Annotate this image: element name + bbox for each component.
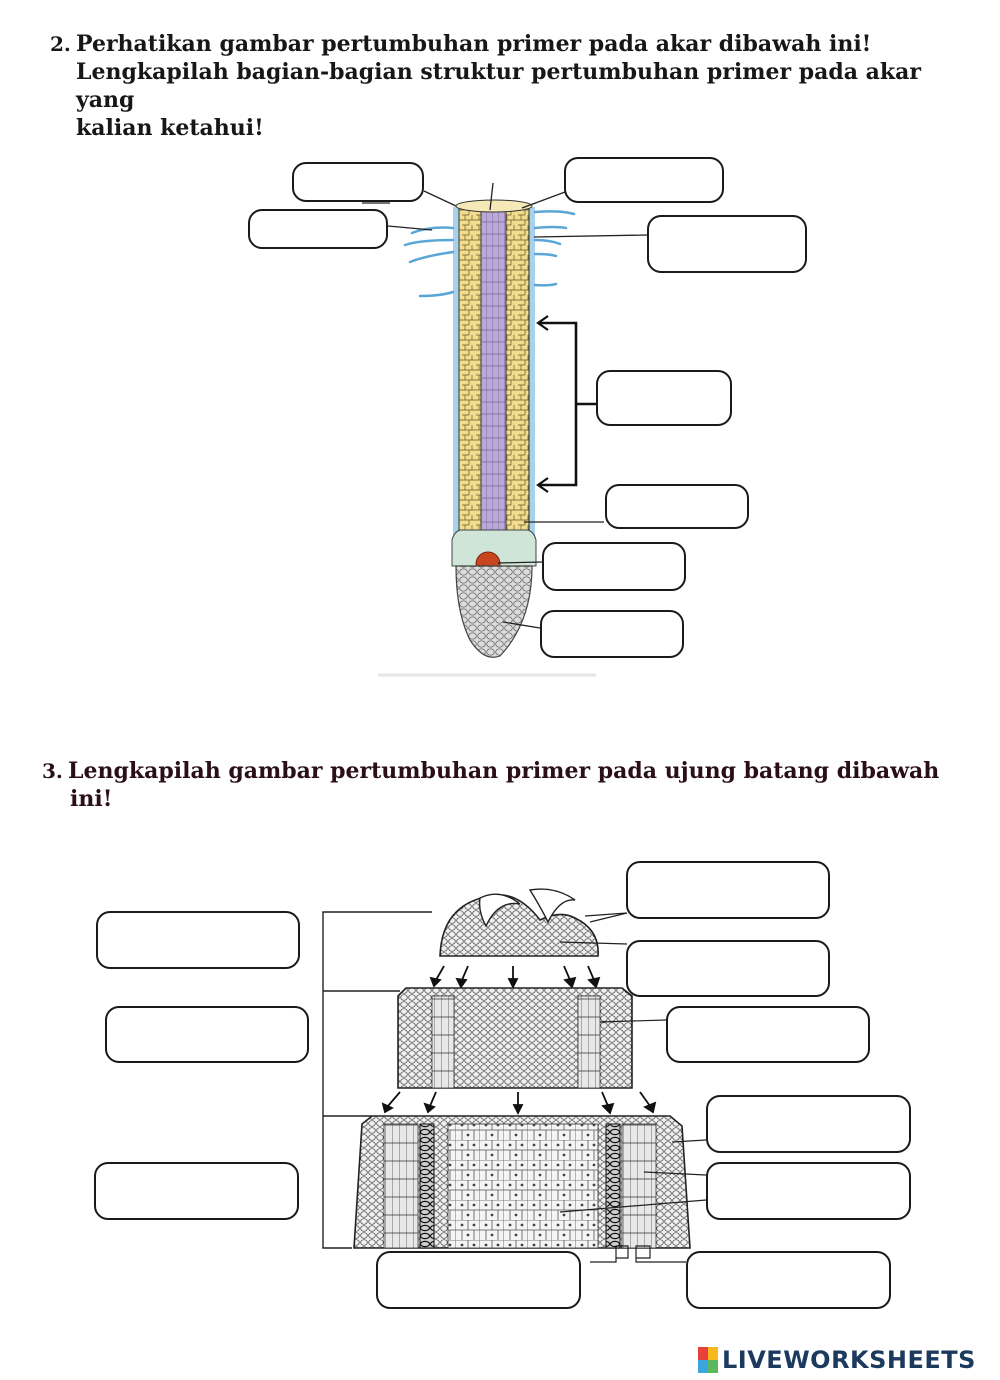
root-vascular-cylinder: [480, 206, 507, 548]
question-2-line-2: Lengkapilah bagian-bagian struktur pertu…: [76, 59, 922, 113]
stem-answer-box-1[interactable]: [626, 861, 830, 919]
logo-square-green: [708, 1360, 718, 1373]
root-answer-box-7[interactable]: [542, 542, 686, 591]
root-answer-box-8[interactable]: [540, 610, 684, 658]
question-3-line-2: ini!: [70, 786, 113, 812]
stem-answer-box-9[interactable]: [376, 1251, 581, 1309]
question-2-line-3: kalian ketahui!: [76, 115, 264, 141]
root-top-section: [455, 199, 533, 213]
stem-answer-box-8[interactable]: [706, 1162, 911, 1220]
question-3-line-1: Lengkapilah gambar pertumbuhan primer pa…: [68, 758, 940, 784]
liveworksheets-logo-icon: [698, 1347, 718, 1373]
liveworksheets-brand: LIVEWORKSHEETS: [722, 1346, 976, 1374]
root-answer-box-4[interactable]: [647, 215, 807, 273]
logo-square-red: [698, 1347, 708, 1360]
logo-square-yellow: [708, 1347, 718, 1360]
root-answer-box-1[interactable]: [292, 162, 424, 202]
root-answer-box-2[interactable]: [564, 157, 724, 203]
procambium-right: [577, 995, 601, 1089]
root-body: [378, 199, 596, 677]
root-answer-box-5[interactable]: [596, 370, 732, 426]
root-hairs: [403, 210, 576, 298]
logo-square-blue: [698, 1360, 708, 1373]
liveworksheets-logo: LIVEWORKSHEETS: [698, 1344, 976, 1376]
root-meristem-zone: [451, 529, 537, 567]
phloem-left: [383, 1123, 419, 1249]
stem-answer-box-7[interactable]: [94, 1162, 299, 1220]
dome-arrows: [429, 965, 601, 990]
root-label-leaders: [362, 182, 649, 629]
primary-tissue-block: [353, 1115, 691, 1249]
question-3: 3.Lengkapilah gambar pertumbuhan primer …: [42, 757, 972, 813]
question-2-number: 2.: [50, 32, 71, 56]
root-cap: [455, 565, 533, 658]
leaf-primordium-right: [528, 888, 576, 924]
meristem-arrows: [381, 1091, 657, 1116]
root-primary-growth-diagram: [362, 182, 649, 677]
xylem-left: [419, 1123, 435, 1249]
stem-answer-box-2[interactable]: [96, 911, 300, 969]
stem-answer-box-3[interactable]: [626, 940, 830, 997]
elongation-zone-bracket: [536, 315, 596, 493]
stem-answer-box-5[interactable]: [666, 1006, 870, 1063]
root-answer-box-3[interactable]: [248, 209, 388, 249]
root-answer-box-6[interactable]: [605, 484, 749, 529]
stem-answer-box-4[interactable]: [105, 1006, 309, 1063]
stem-answer-box-10[interactable]: [686, 1251, 891, 1309]
stem-answer-box-6[interactable]: [706, 1095, 911, 1153]
primary-meristem-block: [397, 987, 633, 1089]
apical-meristem-dome: [439, 888, 599, 957]
stem-bracket: [322, 911, 432, 1249]
phloem-right: [621, 1123, 657, 1249]
question-3-number: 3.: [42, 759, 63, 783]
xylem-right: [605, 1123, 621, 1249]
leaf-primordium-left: [478, 893, 521, 928]
question-2: 2.Perhatikan gambar pertumbuhan primer p…: [50, 30, 980, 142]
procambium-left: [431, 995, 455, 1089]
pith: [447, 1123, 599, 1249]
question-2-line-1: Perhatikan gambar pertumbuhan primer pad…: [76, 31, 872, 57]
